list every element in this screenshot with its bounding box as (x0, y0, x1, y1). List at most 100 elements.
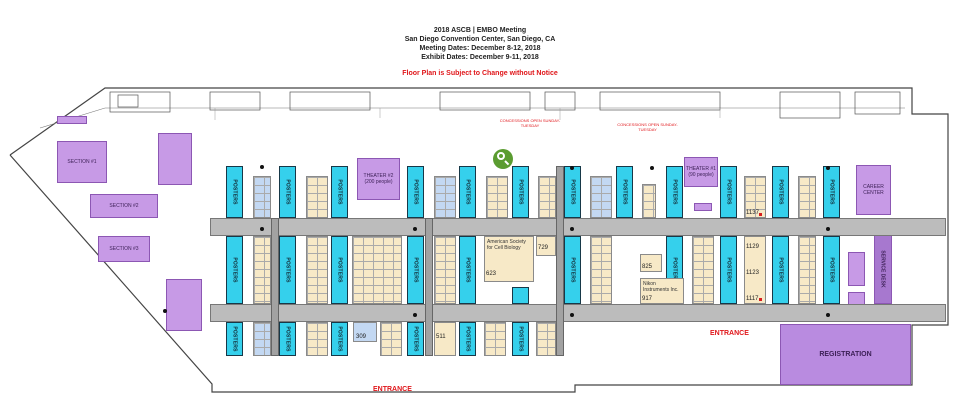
meeting-dates: Meeting Dates: December 8-12, 2018 (419, 45, 541, 52)
aisle-lower (210, 304, 946, 322)
poster-column[interactable]: POSTERS (823, 236, 840, 304)
poster-column[interactable]: POSTERS (331, 236, 348, 304)
booth-block[interactable] (352, 236, 402, 304)
section-3[interactable]: SECTION #3 (98, 236, 150, 262)
poster-column[interactable]: POSTERS (666, 166, 683, 218)
column-marker (570, 227, 574, 231)
meeting-title: 2018 ASCB | EMBO Meeting (433, 27, 527, 34)
booth-block[interactable] (306, 322, 328, 356)
booth-number: 1117 (746, 296, 759, 302)
poster-column[interactable] (512, 287, 529, 304)
registration-label: REGISTRATION (819, 350, 872, 358)
booth-block[interactable] (253, 322, 271, 356)
booth-block[interactable] (253, 236, 271, 304)
entrance-label-east: ENTRANCE (710, 330, 749, 337)
poster-column[interactable]: POSTERS (459, 166, 476, 218)
poster-column[interactable]: POSTERS (616, 166, 633, 218)
booth-block[interactable] (306, 236, 328, 304)
booth-number: 1137 (746, 210, 759, 216)
small-room (57, 116, 87, 124)
booth-729[interactable] (536, 236, 556, 256)
booth-ascb[interactable]: American Society for Cell Biology (484, 236, 534, 282)
section-2-label: SECTION #2 (109, 203, 139, 209)
booth-511[interactable] (434, 322, 456, 356)
booth-block[interactable] (253, 176, 271, 218)
booth-nikon[interactable]: Nikon Instruments Inc. (640, 278, 684, 304)
entrance-label-south: ENTRANCE (373, 386, 412, 393)
poster-column[interactable]: POSTERS (279, 322, 296, 356)
theater-1[interactable]: THEATER #1 (90 people) (684, 157, 718, 187)
booth-block[interactable] (798, 176, 816, 218)
small-room (848, 252, 865, 286)
poster-column[interactable]: POSTERS (407, 322, 424, 356)
zoom-icon[interactable] (493, 149, 513, 169)
poster-column[interactable]: POSTERS (226, 322, 243, 356)
booth-block[interactable] (692, 236, 714, 304)
section-3-label: SECTION #3 (109, 246, 139, 252)
poster-column[interactable]: POSTERS (407, 166, 424, 218)
small-room (694, 203, 712, 211)
booth-block[interactable] (306, 176, 328, 218)
booth-block[interactable] (744, 176, 766, 218)
poster-column[interactable]: POSTERS (279, 166, 296, 218)
booth-block[interactable] (536, 322, 556, 356)
poster-column[interactable]: POSTERS (226, 166, 243, 218)
column-marker (826, 227, 830, 231)
red-marker (759, 298, 762, 301)
poster-column[interactable]: POSTERS (564, 166, 581, 218)
poster-column[interactable]: POSTERS (331, 166, 348, 218)
booth-number: 623 (486, 271, 497, 277)
booth-block[interactable] (590, 176, 612, 218)
change-notice: Floor Plan is Subject to Change without … (402, 70, 558, 77)
column-marker (163, 309, 167, 313)
booth-block[interactable] (486, 176, 508, 218)
concession-label: CONCESSIONS OPEN SUNDAY-TUESDAY (617, 122, 678, 132)
booth-block[interactable] (538, 176, 556, 218)
exhibit-dates: Exhibit Dates: December 9-11, 2018 (421, 54, 539, 61)
section-2[interactable]: SECTION #2 (90, 194, 158, 218)
poster-column[interactable]: POSTERS (772, 236, 789, 304)
booth-number: 729 (538, 245, 549, 251)
poster-column[interactable]: POSTERS (407, 236, 424, 304)
booth-block[interactable] (434, 176, 456, 218)
poster-column[interactable]: POSTERS (459, 236, 476, 304)
poster-column[interactable]: POSTERS (720, 236, 737, 304)
column-marker (570, 313, 574, 317)
poster-column[interactable]: POSTERS (720, 166, 737, 218)
registration[interactable]: REGISTRATION (780, 324, 911, 385)
exhibitor-name: American Society for Cell Biology (487, 239, 526, 251)
poster-column[interactable]: POSTERS (512, 322, 529, 356)
poster-column[interactable]: POSTERS (226, 236, 243, 304)
booth-309[interactable] (353, 322, 377, 342)
poster-column[interactable]: POSTERS (772, 166, 789, 218)
poster-column[interactable]: POSTERS (823, 166, 840, 218)
section-1[interactable]: SECTION #1 (57, 141, 107, 183)
column-marker (260, 227, 264, 231)
booth-number: 825 (642, 264, 653, 270)
booth-block-1123[interactable] (744, 236, 766, 304)
vertical-aisle (271, 218, 279, 356)
column-marker (650, 166, 654, 170)
career-center[interactable]: CAREER CENTER (856, 165, 891, 215)
poster-column[interactable]: POSTERS (279, 236, 296, 304)
theater-2[interactable]: THEATER #2 (200 people) (357, 158, 400, 200)
column-marker (260, 165, 264, 169)
column-marker (413, 227, 417, 231)
booth-block[interactable] (798, 236, 816, 304)
booth-block[interactable] (380, 322, 402, 356)
poster-column[interactable]: POSTERS (564, 236, 581, 304)
booth-block[interactable] (642, 184, 656, 218)
booth-block[interactable] (434, 236, 456, 304)
booth-block[interactable] (484, 322, 506, 356)
booth-number: 917 (642, 296, 653, 302)
booth-block[interactable] (590, 236, 612, 304)
booth-825[interactable] (640, 254, 662, 272)
column-marker (570, 166, 574, 170)
section-1-label: SECTION #1 (67, 159, 97, 165)
poster-column[interactable]: POSTERS (331, 322, 348, 356)
poster-column[interactable]: POSTERS (459, 322, 476, 356)
poster-column[interactable]: POSTERS (512, 166, 529, 218)
theater-room-left (158, 133, 192, 185)
aisle-upper (210, 218, 946, 236)
service-desk[interactable]: SERVICE DESK (874, 234, 892, 304)
